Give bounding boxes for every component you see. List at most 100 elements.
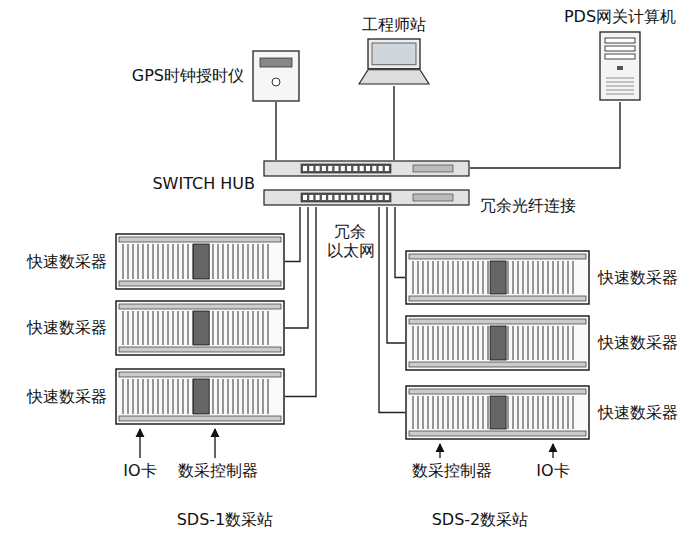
io-card — [268, 379, 269, 414]
switch-port — [303, 166, 307, 171]
network-link — [285, 207, 308, 328]
network-link — [275, 102, 276, 160]
rack-frame — [116, 369, 284, 424]
switch-port — [322, 166, 326, 171]
switch-port — [360, 166, 364, 171]
io-card — [518, 396, 519, 429]
controller-card — [193, 379, 209, 414]
network-link — [395, 207, 405, 278]
io-card — [488, 261, 489, 294]
switch-port — [372, 166, 376, 171]
io-card — [158, 311, 159, 345]
switch-port — [385, 166, 389, 171]
switch-port — [341, 195, 345, 200]
io-card — [558, 261, 559, 294]
io-card — [528, 261, 529, 294]
io-card — [138, 379, 139, 414]
data-acquisition-rack-icon — [405, 250, 590, 305]
io-card — [573, 396, 574, 429]
io-card — [188, 311, 189, 345]
io-card — [478, 396, 479, 429]
rack-rail — [409, 254, 586, 259]
io-card — [513, 261, 514, 294]
io-card — [253, 244, 254, 279]
io-card — [443, 326, 444, 360]
tower-case — [600, 32, 640, 100]
engineer-station-icon — [358, 38, 430, 86]
rack-frame — [406, 251, 589, 304]
io-card — [123, 379, 124, 414]
network-link — [470, 102, 620, 168]
io-card — [508, 326, 509, 360]
io-card — [533, 261, 534, 294]
node-label: 快速数采器 — [27, 387, 107, 406]
io-card — [133, 311, 134, 345]
vent-line — [606, 86, 634, 87]
io-card — [553, 261, 554, 294]
io-card — [218, 379, 219, 414]
io-card — [143, 379, 144, 414]
io-card — [528, 396, 529, 429]
io-card — [148, 244, 149, 279]
io-card — [438, 326, 439, 360]
io-card — [233, 311, 234, 345]
data-acquisition-rack: 快速数采器 — [115, 233, 285, 290]
power-button — [617, 66, 623, 70]
text-label: IO卡 — [123, 461, 156, 480]
io-card — [253, 379, 254, 414]
io-card — [223, 311, 224, 345]
io-card — [188, 244, 189, 279]
io-card — [573, 326, 574, 360]
switch-port — [347, 166, 351, 171]
io-card — [138, 244, 139, 279]
io-card — [573, 261, 574, 294]
leader-arrow — [139, 429, 140, 458]
io-card — [478, 326, 479, 360]
io-card — [213, 379, 214, 414]
io-card — [238, 311, 239, 345]
io-card — [418, 326, 419, 360]
io-card — [223, 244, 224, 279]
io-card — [238, 379, 239, 414]
text-label: 数采控制器 — [178, 461, 258, 480]
data-acquisition-rack: 快速数采器 — [115, 300, 285, 356]
leader-arrow — [439, 444, 440, 458]
io-card — [213, 311, 214, 345]
io-card — [538, 396, 539, 429]
node-label: SWITCH HUB — [152, 174, 255, 193]
io-card — [223, 379, 224, 414]
io-card — [248, 311, 249, 345]
io-card — [188, 379, 189, 414]
io-card — [263, 379, 264, 414]
io-card — [463, 326, 464, 360]
io-card — [428, 396, 429, 429]
io-card — [513, 396, 514, 429]
io-card — [468, 396, 469, 429]
vent-line — [606, 90, 634, 91]
text-label: SDS-2数采站 — [432, 510, 529, 529]
io-card — [218, 311, 219, 345]
io-card — [548, 261, 549, 294]
io-card — [473, 261, 474, 294]
laptop-base — [359, 70, 429, 84]
io-card — [463, 396, 464, 429]
port-block — [301, 164, 391, 173]
io-card — [543, 326, 544, 360]
network-link — [285, 207, 316, 397]
io-card — [468, 326, 469, 360]
engineer-station: 工程师站 — [358, 38, 430, 86]
data-acquisition-rack: 快速数采器 — [115, 368, 285, 425]
io-card — [228, 311, 229, 345]
switch-port — [360, 195, 364, 200]
io-card — [128, 311, 129, 345]
io-card — [513, 326, 514, 360]
gps-display — [260, 58, 292, 67]
gps-clock: GPS时钟授时仪 — [252, 50, 300, 102]
io-card — [233, 244, 234, 279]
io-card — [563, 396, 564, 429]
io-card — [563, 261, 564, 294]
io-card — [263, 244, 264, 279]
io-card — [553, 396, 554, 429]
io-card — [173, 244, 174, 279]
